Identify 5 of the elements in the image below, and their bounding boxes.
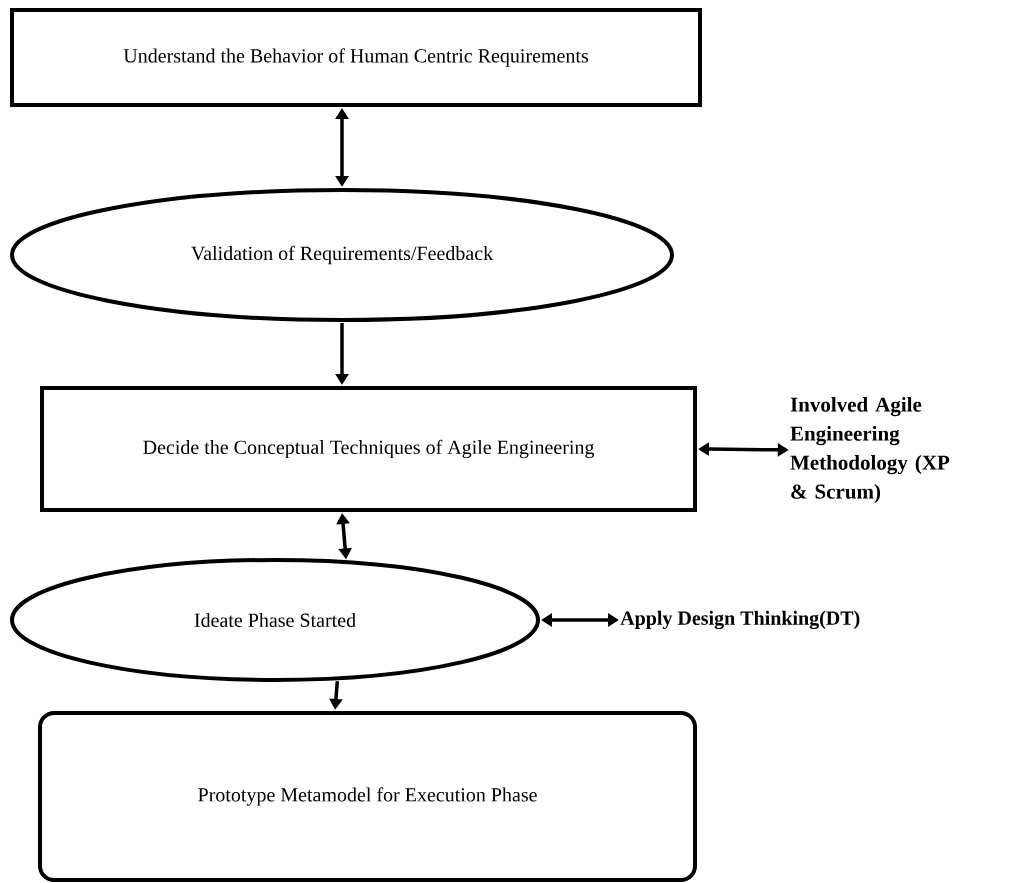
side-note: Involved Agile Engineering Methodology (XP & Scrum) — [790, 396, 950, 503]
process-box: Decide the Conceptual Techniques of Agile Engineering — [40, 386, 697, 512]
side-note: Apply Design Thinking(DT) — [620, 610, 860, 630]
rounded-box: Prototype Metamodel for Execution Phase — [38, 711, 697, 882]
process-box: Understand the Behavior of Human Centric Requirements — [10, 8, 702, 107]
